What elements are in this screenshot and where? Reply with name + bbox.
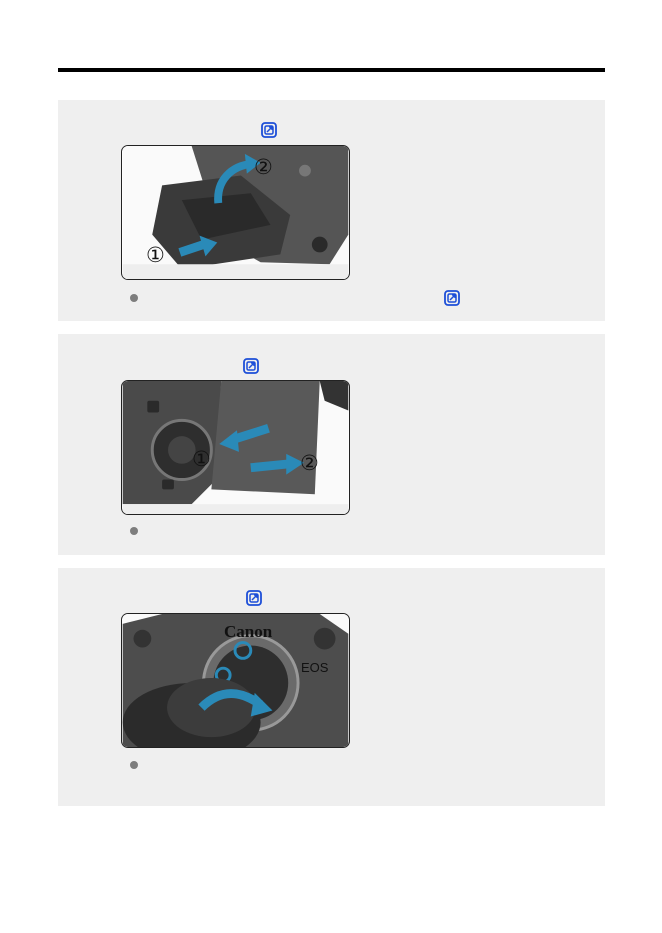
callout-2: ② — [254, 155, 273, 180]
external-reference-icon[interactable] — [246, 590, 262, 606]
callout-2: ② — [300, 451, 319, 476]
callout-1: ① — [192, 447, 211, 472]
model-text: EOS — [301, 660, 328, 675]
step-card-slot-cover: ① ② — [58, 334, 605, 555]
bullet-dot — [130, 761, 138, 769]
bullet-dot — [130, 527, 138, 535]
external-reference-icon[interactable] — [444, 290, 460, 306]
external-reference-icon[interactable] — [243, 358, 259, 374]
external-reference-icon[interactable] — [261, 122, 277, 138]
brand-logo-text: Canon — [224, 622, 272, 642]
step-lens-mount: Canon EOS — [58, 568, 605, 806]
card-slot-illustration — [121, 380, 350, 515]
step-battery-cover: ① ② — [58, 100, 605, 321]
bullet-dot — [130, 294, 138, 302]
callout-1: ① — [146, 243, 165, 268]
page-top-rule — [58, 68, 605, 72]
